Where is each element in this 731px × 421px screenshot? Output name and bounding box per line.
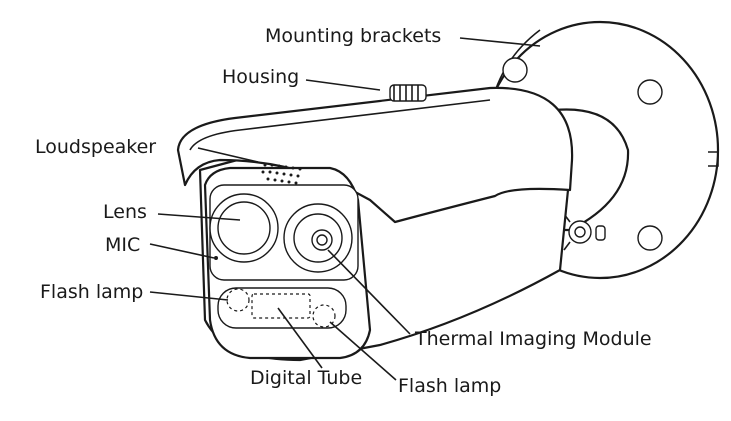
label-mounting-brackets: Mounting brackets — [265, 25, 441, 47]
label-thermal-imaging-module: Thermal Imaging Module — [414, 328, 652, 350]
leader-lines — [149, 37, 541, 381]
label-lens: Lens — [103, 201, 147, 223]
label-flash-lamp-right: Flash lamp — [398, 375, 501, 397]
label-housing: Housing — [222, 66, 299, 88]
label-digital-tube: Digital Tube — [250, 367, 362, 389]
housing-drawing — [176, 84, 574, 362]
label-loudspeaker: Loudspeaker — [35, 136, 156, 158]
label-mic: MIC — [105, 234, 140, 256]
label-flash-lamp-left: Flash lamp — [40, 281, 143, 303]
